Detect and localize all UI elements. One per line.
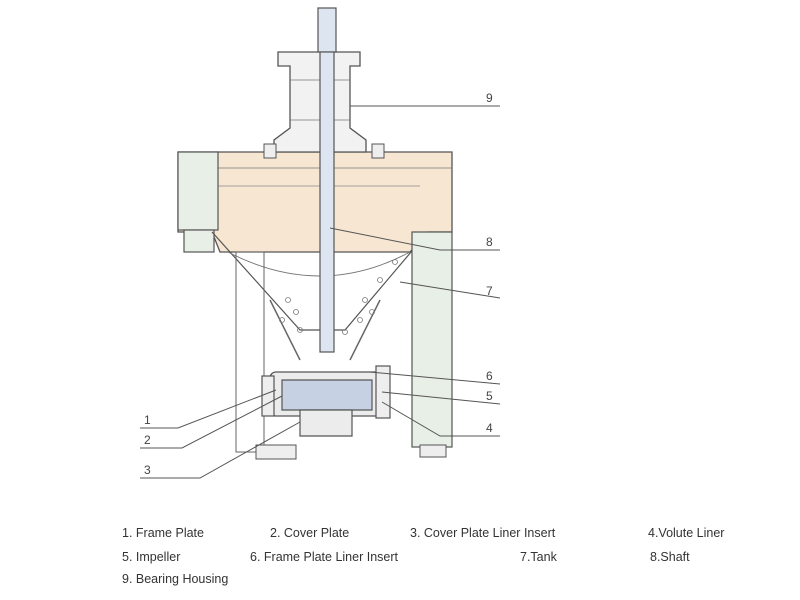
legend-item-frame-plate-liner-insert: 6. Frame Plate Liner Insert xyxy=(250,550,398,564)
legend-item-frame-plate: 1. Frame Plate xyxy=(122,526,204,540)
legend-item-tank: 7.Tank xyxy=(520,550,557,564)
callout-3: 3 xyxy=(144,463,151,477)
shaft xyxy=(317,7,337,353)
callout-2: 2 xyxy=(144,433,151,447)
legend-item-cover-plate-liner-insert: 3. Cover Plate Liner Insert xyxy=(410,526,556,540)
legend-item-cover-plate: 2. Cover Plate xyxy=(270,526,350,540)
legend-item-impeller: 5. Impeller xyxy=(122,550,181,564)
legend-item-bearing-housing: 9. Bearing Housing xyxy=(122,572,229,586)
callout-7: 7 xyxy=(486,284,493,298)
pump-cross-section-diagram: 9 8 7 6 5 4 1 2 3 xyxy=(140,7,501,479)
pump-casing xyxy=(261,365,391,437)
callout-5: 5 xyxy=(486,389,493,403)
callout-4: 4 xyxy=(486,421,493,435)
callout-6: 6 xyxy=(486,369,493,383)
callout-9: 9 xyxy=(486,91,493,105)
leader-lines xyxy=(140,105,501,479)
parts-legend: 1. Frame Plate 2. Cover Plate 3. Cover P… xyxy=(0,526,800,596)
callout-8: 8 xyxy=(486,235,493,249)
callout-1: 1 xyxy=(144,413,151,427)
legend-item-volute-liner: 4.Volute Liner xyxy=(648,526,725,540)
legend-item-shaft: 8.Shaft xyxy=(650,550,690,564)
